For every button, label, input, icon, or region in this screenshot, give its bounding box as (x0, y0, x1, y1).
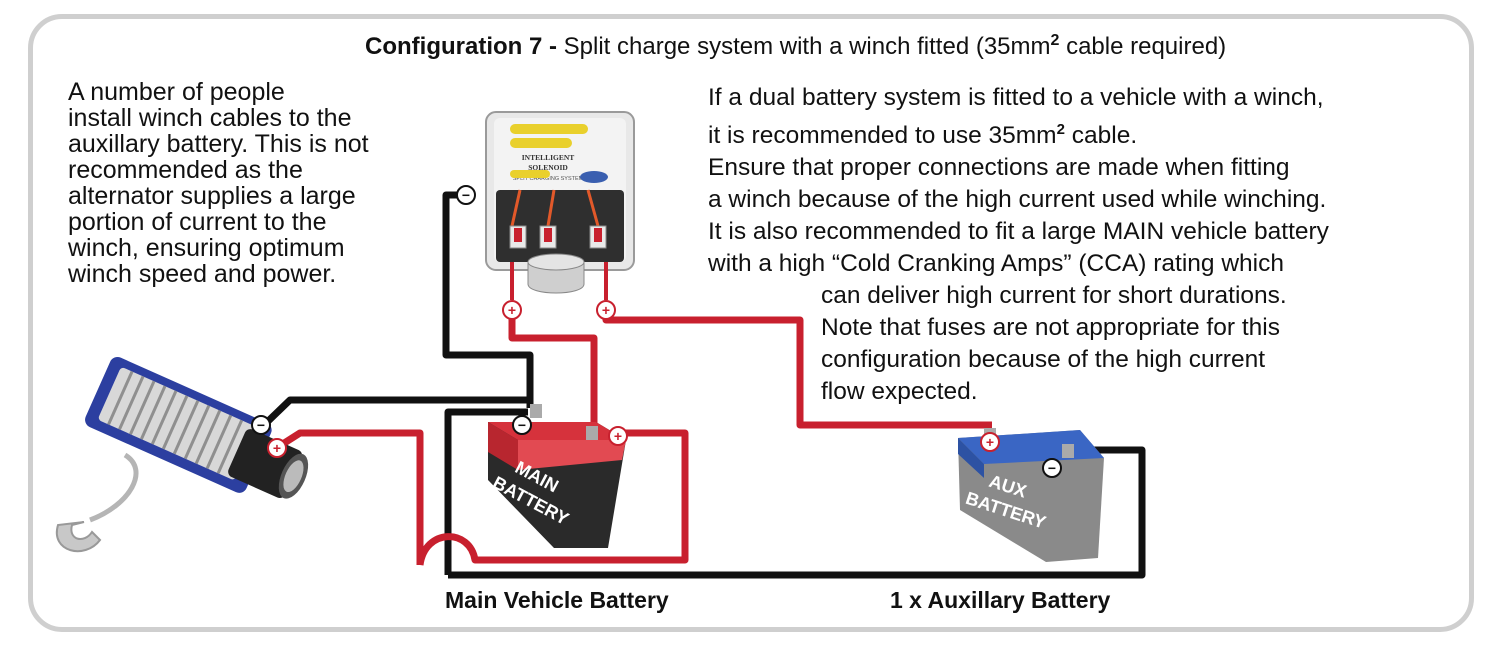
chassis-ground-cable (444, 408, 528, 575)
intelligent-solenoid: INTELLIGENT SOLENOID SPLIT CHARGING SYST… (485, 111, 635, 300)
aux-battery-negative-terminal: − (1042, 458, 1062, 478)
terminal-markers: − + + − + − + + − (251, 185, 1062, 478)
solenoid-main-positive (508, 312, 598, 433)
main-battery: MAIN BATTERY (488, 404, 626, 548)
svg-text:−: − (518, 417, 526, 433)
title-sup: 2 (1050, 32, 1060, 49)
svg-text:+: + (614, 428, 622, 444)
winch-positive-cable (276, 429, 424, 565)
svg-text:−: − (257, 417, 265, 433)
winch-negative-cable (259, 396, 528, 430)
left-note-line: winch speed and power. (68, 260, 337, 288)
aux-battery-positive-terminal: + (980, 432, 1000, 452)
main-battery-negative-terminal: − (512, 415, 532, 435)
right-note: If a dual battery system is fitted to a … (708, 82, 1329, 408)
winch-negative-terminal: − (251, 415, 271, 435)
right-note-line2-post: cable. (1064, 122, 1138, 150)
right-note-line: with a high “Cold Cranking Amps” (CCA) r… (708, 250, 1284, 278)
right-note-line: configuration because of the high curren… (821, 346, 1266, 374)
left-note-line: auxillary battery. This is not (68, 130, 369, 158)
winch-positive-terminal: + (267, 438, 287, 458)
loop-jumper (416, 429, 689, 566)
right-note-line: Note that fuses are not appropriate for … (821, 314, 1280, 342)
left-note-line: recommended as the (68, 156, 303, 184)
solenoid-ground-cable (442, 191, 534, 408)
diagram-title: Configuration 7 - Split charge system wi… (365, 32, 1226, 61)
left-note-line: A number of people (68, 78, 285, 106)
left-note-line: alternator supplies a large (68, 182, 356, 210)
main-battery-positive-terminal: + (608, 426, 628, 446)
right-note-line: Ensure that proper connections are made … (708, 154, 1290, 182)
right-note-line2-pre: it is recommended to use 35mm (708, 122, 1057, 150)
svg-text:+: + (508, 302, 516, 318)
main-battery-caption: Main Vehicle Battery (445, 587, 669, 613)
right-note-line: a winch because of the high current used… (708, 186, 1327, 214)
black-cables (259, 191, 1146, 579)
svg-text:+: + (602, 302, 610, 318)
solenoid-positive-terminal-2: + (596, 300, 616, 320)
svg-text:+: + (986, 434, 994, 450)
title-text: Split charge system with a winch fitted … (563, 33, 1051, 60)
right-note-line: flow expected. (821, 378, 978, 406)
aux-battery: AUX BATTERY (958, 428, 1104, 562)
right-note-line2-sup: 2 (1056, 121, 1065, 138)
title-bold: Configuration 7 - (365, 33, 557, 60)
svg-text:+: + (273, 440, 281, 456)
right-note-line: it is recommended to use 35mm2 cable. (708, 114, 1329, 152)
svg-text:−: − (1048, 460, 1056, 476)
solenoid-positive-terminal-1: + (502, 300, 522, 320)
right-note-line: It is also recommended to fit a large MA… (708, 218, 1329, 246)
winch-hook-icon (55, 521, 102, 553)
solenoid-label-1: INTELLIGENT (522, 153, 575, 162)
svg-text:−: − (462, 187, 470, 203)
left-note-line: install winch cables to the (68, 104, 352, 132)
title-tail: cable required) (1066, 33, 1227, 60)
left-note-line: portion of current to the (68, 208, 327, 236)
right-note-line: If a dual battery system is fitted to a … (708, 84, 1324, 111)
left-note: A number of people install winch cables … (68, 79, 428, 287)
left-note-line: winch, ensuring optimum (68, 234, 345, 262)
solenoid-label-2: SOLENOID (528, 163, 568, 172)
solenoid-negative-terminal: − (456, 185, 476, 205)
aux-battery-caption: 1 x Auxillary Battery (890, 587, 1111, 613)
ground-bus-cable (448, 446, 1146, 579)
right-note-line: can deliver high current for short durat… (821, 282, 1287, 310)
solenoid-label-3: SPLIT CHARGING SYSTEM (513, 176, 584, 182)
